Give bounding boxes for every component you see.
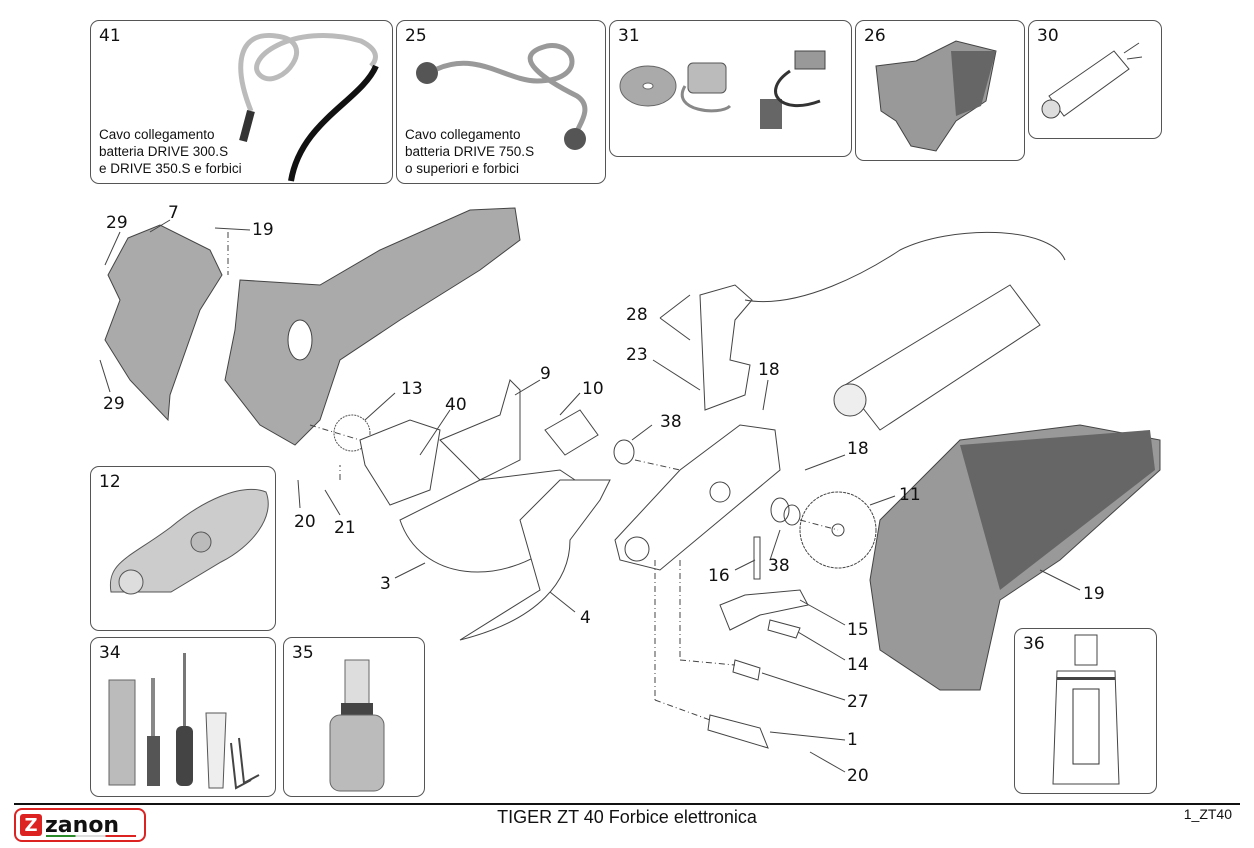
part-number: 26 bbox=[864, 26, 886, 46]
cable-illustration bbox=[416, 43, 588, 150]
callout-11: 11 bbox=[899, 485, 921, 505]
part-number: 30 bbox=[1037, 26, 1059, 46]
part-number: 31 bbox=[618, 26, 640, 46]
part-number: 41 bbox=[99, 26, 121, 46]
page-title: TIGER ZT 40 Forbice elettronica bbox=[497, 807, 757, 827]
housing-body bbox=[224, 207, 521, 446]
part-box-30: 30 bbox=[1028, 20, 1162, 139]
diagnostic-kit-illustration bbox=[619, 50, 826, 129]
pinion-10 bbox=[544, 409, 599, 456]
part-caption: Cavo collegamento batteria DRIVE 750.S o… bbox=[405, 127, 535, 176]
logo-mark: Z bbox=[20, 814, 42, 836]
callout-28: 28 bbox=[626, 305, 648, 325]
callout-14: 14 bbox=[847, 655, 869, 675]
blade-support-illustration bbox=[109, 488, 269, 595]
callout-1: 1 bbox=[847, 730, 858, 750]
motor-illustration bbox=[1041, 42, 1143, 119]
logo-flag-stripe bbox=[46, 835, 136, 837]
part-number: 25 bbox=[405, 26, 427, 46]
callout-20: 20 bbox=[294, 512, 316, 532]
part-number: 12 bbox=[99, 472, 121, 492]
part-box-35: 35 bbox=[283, 637, 425, 797]
callout-21: 21 bbox=[334, 518, 356, 538]
cover-7 bbox=[104, 224, 223, 422]
callout-38: 38 bbox=[660, 412, 682, 432]
part-box-12: 12 bbox=[90, 466, 276, 631]
callout-38: 38 bbox=[768, 556, 790, 576]
cable-illustration bbox=[238, 32, 379, 182]
part-number: 36 bbox=[1023, 634, 1045, 654]
callout-3: 3 bbox=[380, 574, 391, 594]
callout-27: 27 bbox=[847, 692, 869, 712]
callout-18: 18 bbox=[847, 439, 869, 459]
part-box-26: 26 bbox=[855, 20, 1025, 161]
callout-13: 13 bbox=[401, 379, 423, 399]
part-box-36: 36 bbox=[1014, 628, 1157, 794]
callout-20: 20 bbox=[847, 766, 869, 786]
callout-9: 9 bbox=[540, 364, 551, 384]
zanon-logo: Z zanon bbox=[14, 808, 146, 842]
part-box-41: 41 Cavo collegamento batteria DRIVE 300.… bbox=[90, 20, 393, 184]
blade-support-body bbox=[614, 424, 781, 571]
grease-tube-illustration bbox=[1052, 634, 1120, 785]
blade-4 bbox=[459, 479, 611, 641]
part-caption: Cavo collegamento batteria DRIVE 300.S e… bbox=[99, 127, 242, 176]
part-box-34: 34 bbox=[90, 637, 276, 797]
spray-bottle-illustration bbox=[329, 659, 385, 792]
circuit-board-23 bbox=[699, 284, 753, 411]
callout-19: 19 bbox=[1083, 584, 1105, 604]
footer-divider bbox=[14, 803, 1240, 805]
part-box-25: 25 Cavo collegamento batteria DRIVE 750.… bbox=[396, 20, 606, 184]
tool-kit-illustration bbox=[108, 653, 260, 790]
motor-body bbox=[844, 284, 1041, 431]
callout-7: 7 bbox=[168, 203, 179, 223]
callout-29: 29 bbox=[103, 394, 125, 414]
lever-40 bbox=[359, 419, 441, 506]
callout-19: 19 bbox=[252, 220, 274, 240]
callout-29: 29 bbox=[106, 213, 128, 233]
callout-4: 4 bbox=[580, 608, 591, 628]
part-number: 35 bbox=[292, 643, 314, 663]
callout-23: 23 bbox=[626, 345, 648, 365]
logo-wordmark: zanon bbox=[45, 812, 120, 838]
callout-10: 10 bbox=[582, 379, 604, 399]
part-number: 34 bbox=[99, 643, 121, 663]
handle-illustration bbox=[875, 40, 997, 152]
callout-40: 40 bbox=[445, 395, 467, 415]
page-code: 1_ZT40 bbox=[1183, 806, 1232, 822]
callout-18: 18 bbox=[758, 360, 780, 380]
exploded-view-diagram bbox=[99, 207, 1161, 773]
callout-16: 16 bbox=[708, 566, 730, 586]
callout-15: 15 bbox=[847, 620, 869, 640]
part-box-31: 31 bbox=[609, 20, 852, 157]
